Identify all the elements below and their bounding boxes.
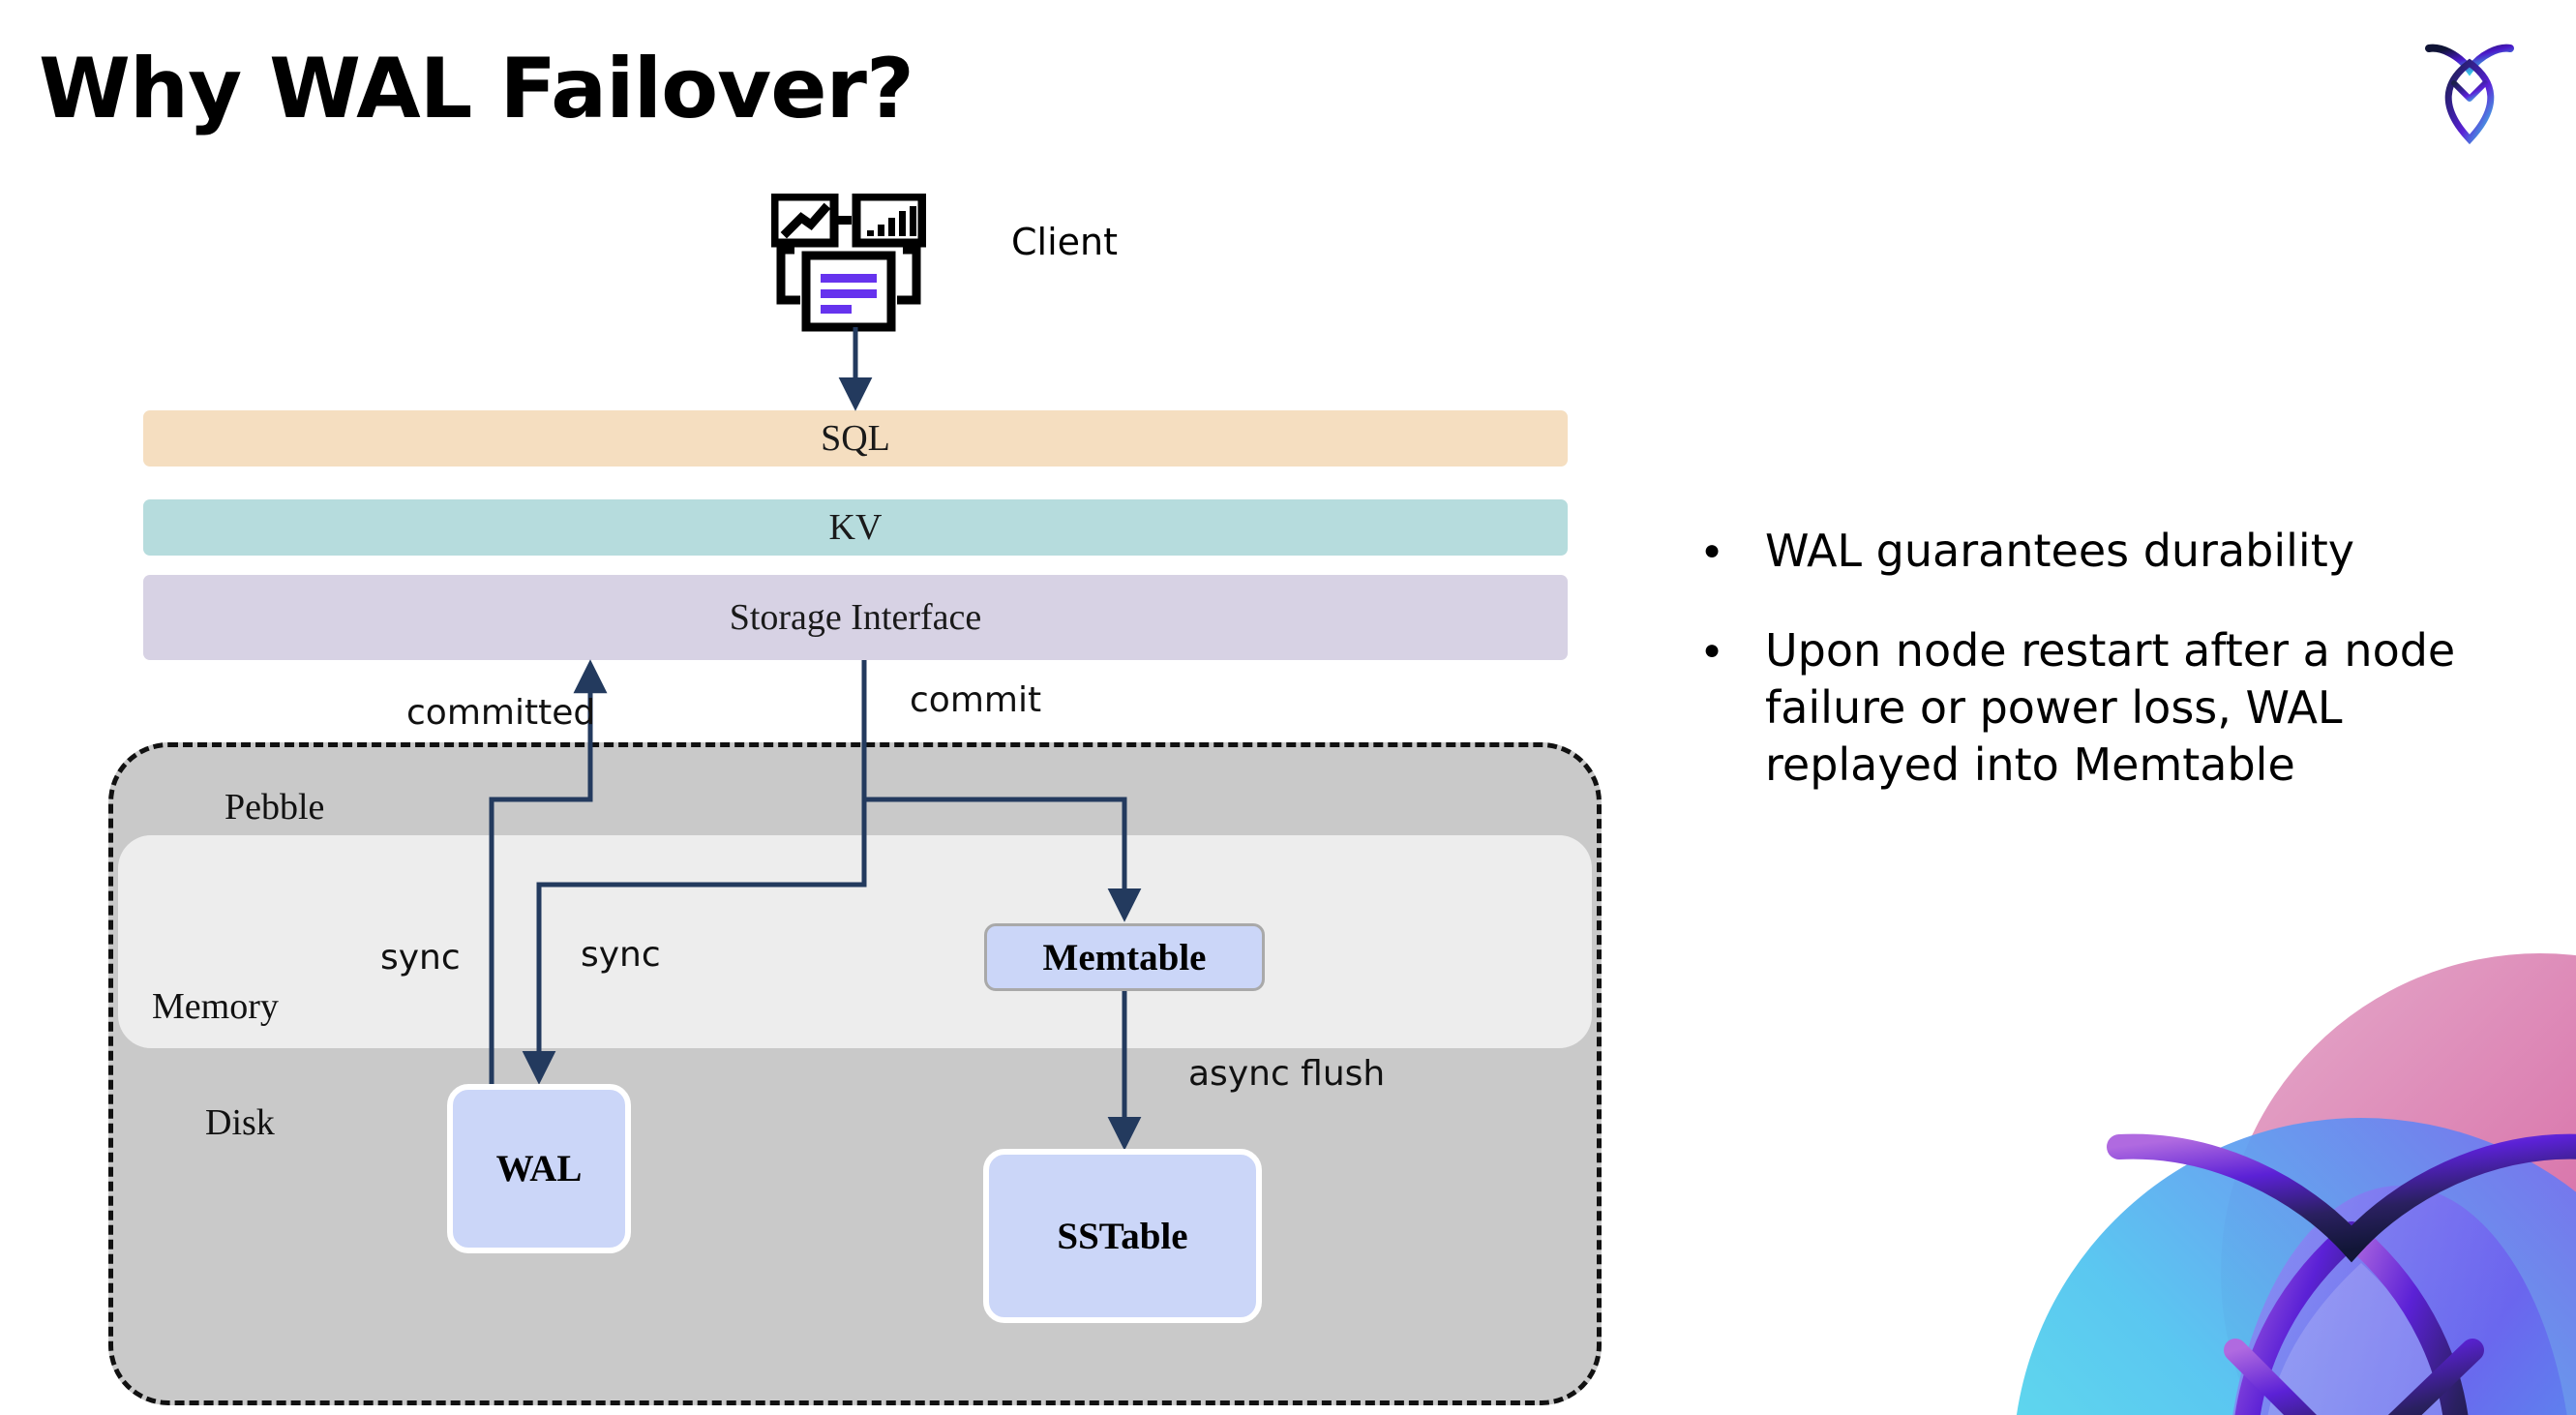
disk-label: Disk [205, 1102, 275, 1143]
node-sstable: SSTable [983, 1149, 1262, 1323]
layer-bar-sql: SQL [143, 410, 1568, 467]
list-item: ● Upon node restart after a node failure… [1703, 622, 2516, 794]
layer-bar-storage: Storage Interface [143, 575, 1568, 660]
bullet-dot-icon: ● [1703, 633, 1722, 666]
bullet-text: Upon node restart after a node failure o… [1765, 623, 2456, 791]
memory-zone [118, 835, 1592, 1048]
layer-bar-kv: KV [143, 499, 1568, 556]
edge-label-sync-left: sync [380, 938, 461, 978]
edge-label-sync-right: sync [581, 935, 661, 975]
page-title: Why WAL Failover? [39, 41, 914, 137]
memory-label: Memory [152, 986, 279, 1027]
edge-label-async-flush: async flush [1188, 1054, 1386, 1094]
bullet-list: ● WAL guarantees durability ● Upon node … [1703, 523, 2516, 836]
bullet-dot-icon: ● [1703, 534, 1722, 566]
node-wal: WAL [447, 1084, 631, 1253]
edge-label-committed: committed [406, 693, 596, 733]
client-dashboard-icon [771, 194, 926, 332]
client-label: Client [1011, 221, 1119, 263]
bullet-text: WAL guarantees durability [1765, 525, 2354, 577]
list-item: ● WAL guarantees durability [1703, 523, 2516, 580]
node-memtable: Memtable [984, 923, 1265, 991]
cockroach-labs-logo-icon [2425, 44, 2514, 145]
pebble-label: Pebble [225, 787, 325, 828]
cockroach-labs-watermark-graphic [2017, 953, 2576, 1415]
edge-label-commit: commit [910, 680, 1042, 720]
